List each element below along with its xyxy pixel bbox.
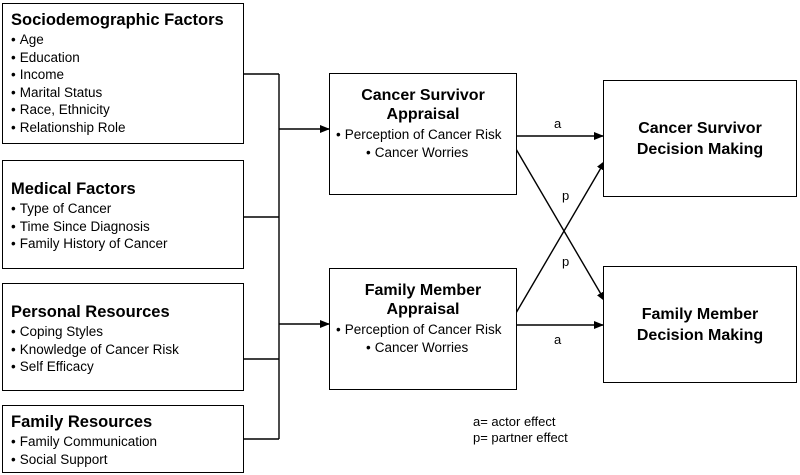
personal-resources-title: Personal Resources: [11, 303, 170, 321]
list-item: Time Since Diagnosis: [11, 218, 243, 236]
legend-actor: a= actor effect: [473, 414, 556, 429]
actor-label-top: a: [554, 116, 562, 131]
list-item: Family History of Cancer: [11, 235, 243, 253]
survivor-appraisal-title-line1: Cancer Survivor: [361, 87, 485, 104]
partner-label-upper: p: [562, 188, 570, 203]
family-resources-list: Family Communication Social Support: [11, 433, 243, 468]
survivor-appraisal-title-line2: Appraisal: [386, 106, 460, 123]
list-item: Cancer Worries: [330, 144, 516, 162]
family-resources-box: Family Resources Family Communication So…: [2, 405, 244, 473]
list-item: Marital Status: [11, 84, 243, 102]
list-item: Coping Styles: [11, 323, 243, 341]
member-appraisal-title-line2: Appraisal: [386, 301, 460, 318]
personal-resources-list: Coping Styles Knowledge of Cancer Risk S…: [11, 323, 243, 376]
member-appraisal-list: Perception of Cancer Risk Cancer Worries: [330, 321, 516, 357]
member-appraisal-box: Family Member Appraisal Perception of Ca…: [329, 268, 517, 390]
survivor-appraisal-box: Cancer Survivor Appraisal Perception of …: [329, 73, 517, 195]
list-item: Self Efficacy: [11, 358, 243, 376]
survivor-appraisal-title: Cancer Survivor Appraisal: [330, 86, 516, 124]
survivor-decision-title-line2: Decision Making: [636, 140, 764, 158]
list-item: Social Support: [11, 451, 243, 469]
survivor-decision-title: Cancer Survivor Decision Making: [637, 118, 763, 160]
member-decision-box: Family Member Decision Making: [603, 266, 797, 383]
list-item: Age: [11, 31, 243, 49]
member-appraisal-title-line1: Family Member: [364, 282, 482, 299]
effect-legend: a= actor effect p= partner effect: [473, 414, 568, 446]
list-item: Cancer Worries: [330, 339, 516, 357]
survivor-decision-box: Cancer Survivor Decision Making: [603, 80, 797, 197]
partner-arrow-to-survivor: [515, 160, 606, 314]
sociodemographic-factors-title: Sociodemographic Factors: [11, 11, 224, 29]
medical-factors-list: Type of Cancer Time Since Diagnosis Fami…: [11, 200, 243, 253]
legend-partner: p= partner effect: [473, 430, 568, 445]
sociodemographic-factors-list: Age Education Income Marital Status Race…: [11, 31, 243, 136]
member-decision-title-line1: Family Member: [641, 305, 759, 323]
survivor-decision-title-line1: Cancer Survivor: [638, 119, 762, 137]
actor-label-bottom: a: [554, 332, 562, 347]
list-item: Race, Ethnicity: [11, 101, 243, 119]
list-item: Relationship Role: [11, 119, 243, 137]
family-resources-title: Family Resources: [11, 413, 153, 431]
list-item: Education: [11, 49, 243, 67]
sociodemographic-factors-box: Sociodemographic Factors Age Education I…: [2, 3, 244, 144]
member-appraisal-title: Family Member Appraisal: [330, 281, 516, 319]
partner-label-lower: p: [562, 254, 570, 269]
medical-factors-title: Medical Factors: [11, 180, 136, 198]
member-decision-title-line2: Decision Making: [636, 326, 764, 344]
list-item: Knowledge of Cancer Risk: [11, 341, 243, 359]
survivor-appraisal-list: Perception of Cancer Risk Cancer Worries: [330, 126, 516, 162]
medical-factors-box: Medical Factors Type of Cancer Time Sinc…: [2, 160, 244, 269]
list-item: Type of Cancer: [11, 200, 243, 218]
list-item: Perception of Cancer Risk: [330, 126, 516, 144]
partner-arrow-to-member: [515, 148, 606, 302]
list-item: Perception of Cancer Risk: [330, 321, 516, 339]
member-decision-title: Family Member Decision Making: [637, 304, 763, 346]
list-item: Income: [11, 66, 243, 84]
personal-resources-box: Personal Resources Coping Styles Knowled…: [2, 283, 244, 391]
list-item: Family Communication: [11, 433, 243, 451]
